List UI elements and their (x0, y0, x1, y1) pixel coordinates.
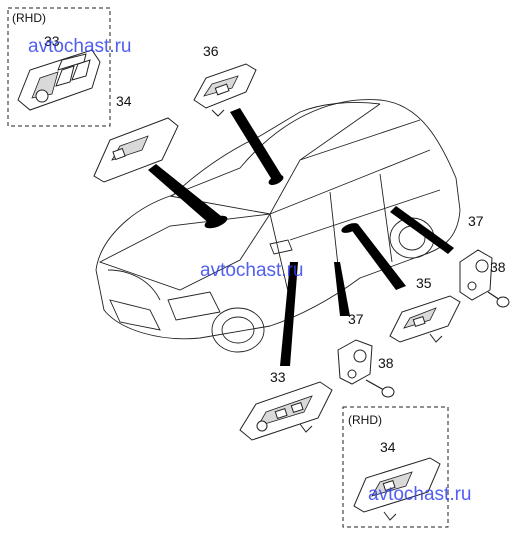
master-switch-33[interactable] (239, 381, 333, 441)
passenger-switch-34[interactable] (93, 117, 179, 183)
watermark-bottom: avtochast.ru (368, 484, 472, 505)
leaders (148, 108, 454, 366)
callout-36: 36 (203, 43, 219, 59)
callout-35: 35 (416, 275, 432, 291)
watermark-top: avtochast.ru (28, 36, 132, 57)
rear-switch-36[interactable] (193, 63, 257, 117)
callout-37-center: 37 (348, 311, 364, 327)
callout-34-upper: 34 (116, 93, 132, 109)
callout-38-right: 38 (490, 259, 506, 275)
rear-switch-35[interactable] (389, 295, 461, 343)
screw-38-right[interactable] (487, 291, 510, 308)
callout-33-top: 33 (44, 33, 60, 49)
rhd-box-top: (RHD) 33 (7, 7, 111, 127)
passenger-switch-rhd[interactable] (353, 457, 441, 521)
car-outline (95, 99, 461, 353)
callout-37-right: 37 (468, 213, 484, 229)
bracket-37-center[interactable] (337, 339, 373, 385)
callout-34-bottom: 34 (380, 439, 396, 455)
master-switch-rhd[interactable] (17, 49, 101, 111)
rhd-box-bottom: (RHD) 34 (342, 406, 449, 528)
rhd-label-bottom: (RHD) (348, 413, 382, 427)
rhd-label-top: (RHD) (12, 11, 46, 25)
callout-33-bottom: 33 (270, 369, 286, 385)
bracket-37-right[interactable] (459, 249, 493, 301)
screw-38-center[interactable] (365, 379, 395, 398)
watermark-center: avtochast.ru (200, 260, 304, 281)
callout-38-center: 38 (378, 355, 394, 371)
